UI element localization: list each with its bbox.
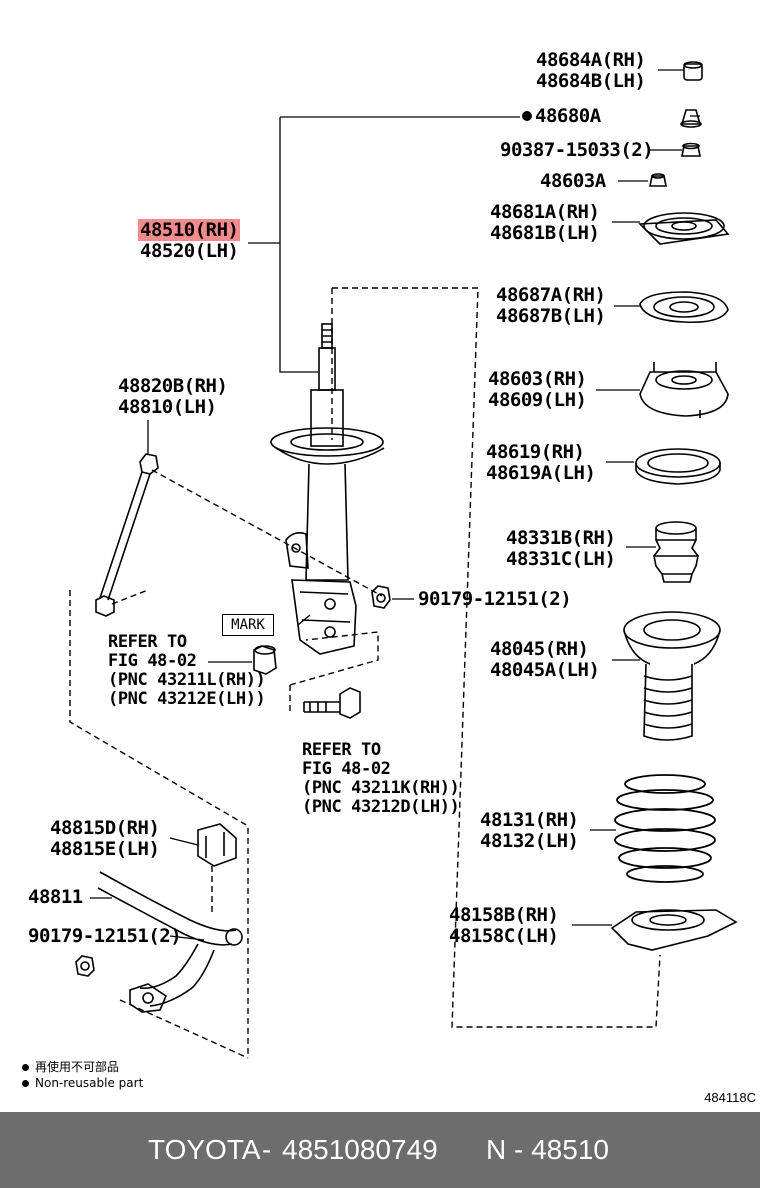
label-48811[interactable]: 48811	[28, 886, 83, 908]
label-48684[interactable]: 48684A(RH)48684B(LH)	[536, 49, 646, 92]
label-48687[interactable]: 48687A(RH)48687B(LH)	[496, 284, 606, 327]
leader-lines	[90, 69, 700, 941]
label-48131[interactable]: 48131(RH)48132(LH)	[480, 809, 579, 852]
label-48603a[interactable]: 48603A	[540, 170, 606, 192]
stabilizer-bar-48811-icon	[97, 871, 243, 1013]
reference-note-pnc-43211k[interactable]: REFER TO FIG 48-02 (PNC 43211K(RH)) (PNC…	[302, 740, 460, 817]
bumper-48331-icon	[653, 521, 699, 583]
bushing-43211l-icon	[253, 645, 277, 675]
label-48820[interactable]: 48820B(RH)48810(LH)	[118, 375, 228, 418]
bushing-48815-icon	[197, 823, 237, 867]
dashed-frame	[69, 287, 661, 1059]
bumper-cap-48684-icon	[683, 61, 703, 81]
label-48815[interactable]: 48815D(RH)48815E(LH)	[50, 817, 160, 860]
label-48603[interactable]: 48603(RH)48609(LH)	[488, 368, 587, 411]
support-48681-icon	[638, 212, 730, 245]
label-90179-b[interactable]: 90179-12151(2)	[28, 925, 182, 947]
illustration-code: 484118C	[704, 1090, 756, 1105]
footer-dash: -	[262, 1134, 272, 1165]
label-90387[interactable]: 90387-15033(2)	[500, 139, 654, 161]
boot-48045-icon	[623, 611, 721, 741]
footer-pnc: N - 48510	[486, 1134, 609, 1165]
coil-spring-48131-icon	[614, 774, 716, 883]
label-48619[interactable]: 48619(RH)48619A(LH)	[486, 441, 596, 484]
legend-dot-icon	[22, 1064, 29, 1071]
label-48158[interactable]: 48158B(RH)48158C(LH)	[449, 904, 559, 947]
nut-48680-icon	[680, 109, 702, 128]
label-90179-a[interactable]: 90179-12151(2)	[418, 588, 572, 610]
label-48045[interactable]: 48045(RH)48045A(LH)	[490, 638, 600, 681]
strut-48510-icon	[270, 323, 385, 655]
parts-diagram	[69, 61, 738, 1059]
bearing-48619-icon	[635, 448, 721, 485]
highlighted-part-number: 48510(RH)	[138, 219, 241, 241]
label-48681[interactable]: 48681A(RH)48681B(LH)	[490, 201, 600, 244]
stabilizer-link-48820-icon	[95, 453, 159, 617]
footer-bar: TOYOTA - 4851080749 N - 48510	[0, 1112, 760, 1188]
mount-48603-icon	[639, 362, 729, 418]
label-48510[interactable]: 48510(RH) 48520(LH)	[138, 219, 241, 262]
nut-90387-icon	[681, 142, 701, 157]
legend-dot-icon	[22, 1080, 29, 1087]
bolt-43211k-icon	[303, 687, 361, 719]
non-reusable-dot-icon	[522, 111, 532, 121]
legend-english: Non-reusable part	[22, 1075, 143, 1091]
washer-48603a-icon	[649, 173, 667, 187]
footer-brand: TOYOTA	[148, 1134, 261, 1165]
mark-tag: MARK	[222, 614, 274, 636]
legend-chinese: 再使用不可部品	[22, 1059, 119, 1075]
lower-seat-48158-icon	[610, 909, 738, 951]
nut-90179b-icon	[75, 955, 95, 977]
footer-part-number: 4851080749	[282, 1134, 438, 1165]
nut-90179-icon	[371, 585, 391, 609]
label-48331[interactable]: 48331B(RH)48331C(LH)	[506, 527, 616, 570]
plate-48687-icon	[639, 291, 729, 324]
label-48680[interactable]: 48680A	[522, 106, 601, 127]
reference-note-pnc-43211l[interactable]: REFER TO FIG 48-02 (PNC 43211L(RH)) (PNC…	[108, 632, 266, 709]
